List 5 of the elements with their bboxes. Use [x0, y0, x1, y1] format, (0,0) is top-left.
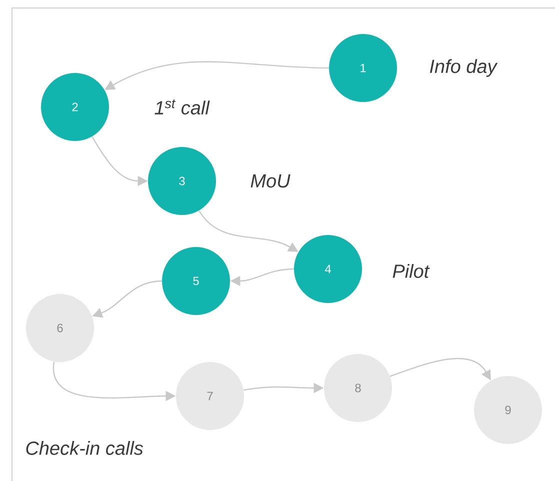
step-label: MoU — [250, 174, 290, 188]
step-label: Pilot — [392, 264, 430, 278]
step-label: 1$^{st}$ call — [154, 99, 210, 115]
phase-label: Check-in calls — [26, 441, 144, 455]
step-label: Info day — [430, 59, 498, 77]
